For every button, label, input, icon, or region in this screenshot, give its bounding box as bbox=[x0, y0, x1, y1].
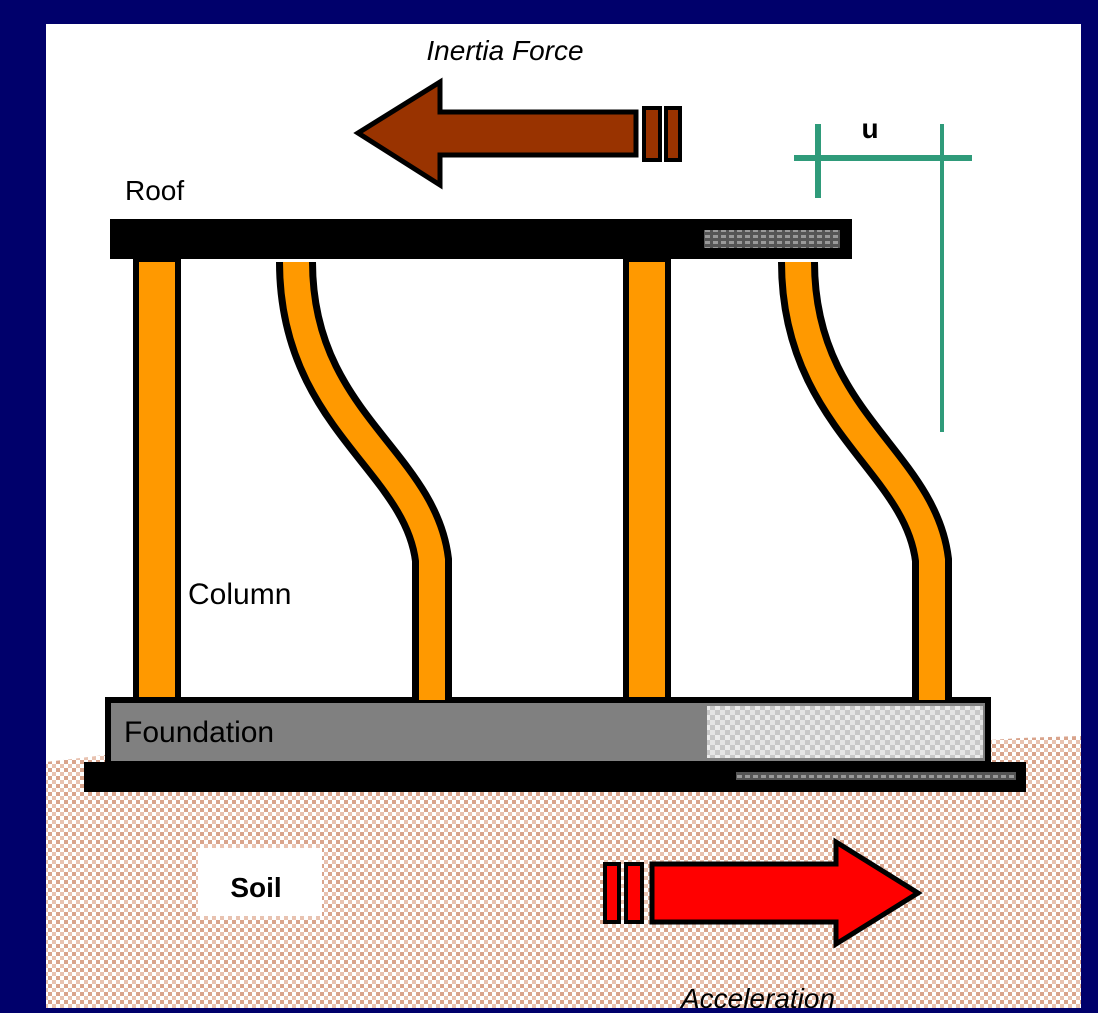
acceleration-arrow bbox=[603, 837, 923, 949]
roof-deformation-hatch bbox=[704, 230, 840, 248]
displacement-label: u bbox=[861, 113, 878, 144]
displacement-marker bbox=[794, 124, 972, 432]
soil-region bbox=[46, 736, 1081, 1008]
foundation-deformation-hatch bbox=[707, 706, 983, 758]
soil-label: Soil bbox=[230, 872, 281, 903]
roof-label: Roof bbox=[125, 175, 184, 206]
foundation-label: Foundation bbox=[124, 716, 274, 749]
column-right-deformed bbox=[778, 261, 952, 700]
inertia-force-label: Inertia Force bbox=[426, 35, 583, 66]
column-left-undeformed bbox=[133, 256, 181, 703]
soil-label-box bbox=[198, 848, 322, 916]
base-slab-deformation-hatch bbox=[736, 772, 1016, 780]
column-right-undeformed bbox=[623, 256, 671, 703]
acceleration-label: Acceleration bbox=[679, 983, 835, 1008]
column-label: Column bbox=[188, 578, 291, 611]
inertia-force-arrow bbox=[353, 77, 682, 190]
column-left-deformed bbox=[276, 261, 452, 700]
